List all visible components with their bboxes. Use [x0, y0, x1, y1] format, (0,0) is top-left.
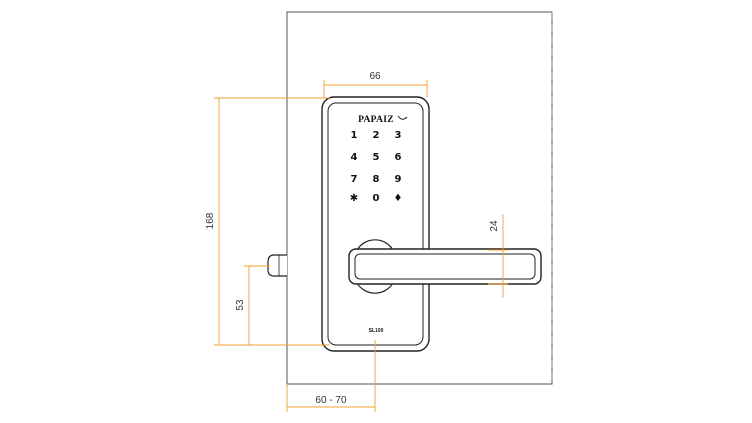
- keypad-key-5[interactable]: 5: [373, 152, 380, 163]
- keypad-key-1[interactable]: 1: [351, 130, 358, 141]
- keypad-key-3[interactable]: 3: [395, 130, 402, 141]
- brand-swoosh: [397, 115, 408, 120]
- keypad-key-7[interactable]: 7: [351, 174, 358, 185]
- model-label: SL100: [369, 328, 384, 334]
- lever-handle[interactable]: [348, 248, 542, 285]
- keypad-key-0[interactable]: 0: [373, 193, 380, 204]
- handle-rose-bottom: [356, 282, 394, 294]
- dim-handle: 24: [488, 214, 508, 298]
- dim-door-label: 60 - 70: [315, 395, 347, 406]
- dim-width: 66: [323, 71, 428, 98]
- dim-door: 60 - 70: [286, 340, 376, 412]
- dim-backset-label: 53: [235, 299, 246, 311]
- dim-handle-label: 24: [489, 220, 500, 232]
- latch-bolt: [267, 254, 287, 277]
- keypad: 1 2 3 4 5 6 7 8 9 ✱ 0 ♦: [350, 130, 403, 204]
- keypad-key-6[interactable]: 6: [395, 152, 402, 163]
- keypad-key-2[interactable]: 2: [373, 130, 380, 141]
- handle-rose-top: [356, 239, 394, 251]
- dim-height-label: 168: [205, 212, 216, 229]
- dim-height: 168: [205, 97, 330, 346]
- lock-body-outer: [321, 96, 430, 352]
- brand-logo: PAPAIZ: [358, 115, 394, 125]
- keypad-key-star[interactable]: ✱: [350, 193, 358, 204]
- lever-handle-inner: [354, 253, 536, 280]
- lock-body-inner: [327, 102, 424, 346]
- keypad-key-4[interactable]: 4: [351, 152, 358, 163]
- keypad-key-diamond[interactable]: ♦: [394, 193, 403, 204]
- dim-width-label: 66: [369, 71, 381, 82]
- keypad-key-9[interactable]: 9: [395, 174, 402, 185]
- keypad-key-8[interactable]: 8: [373, 174, 380, 185]
- dim-backset: 53: [235, 265, 270, 346]
